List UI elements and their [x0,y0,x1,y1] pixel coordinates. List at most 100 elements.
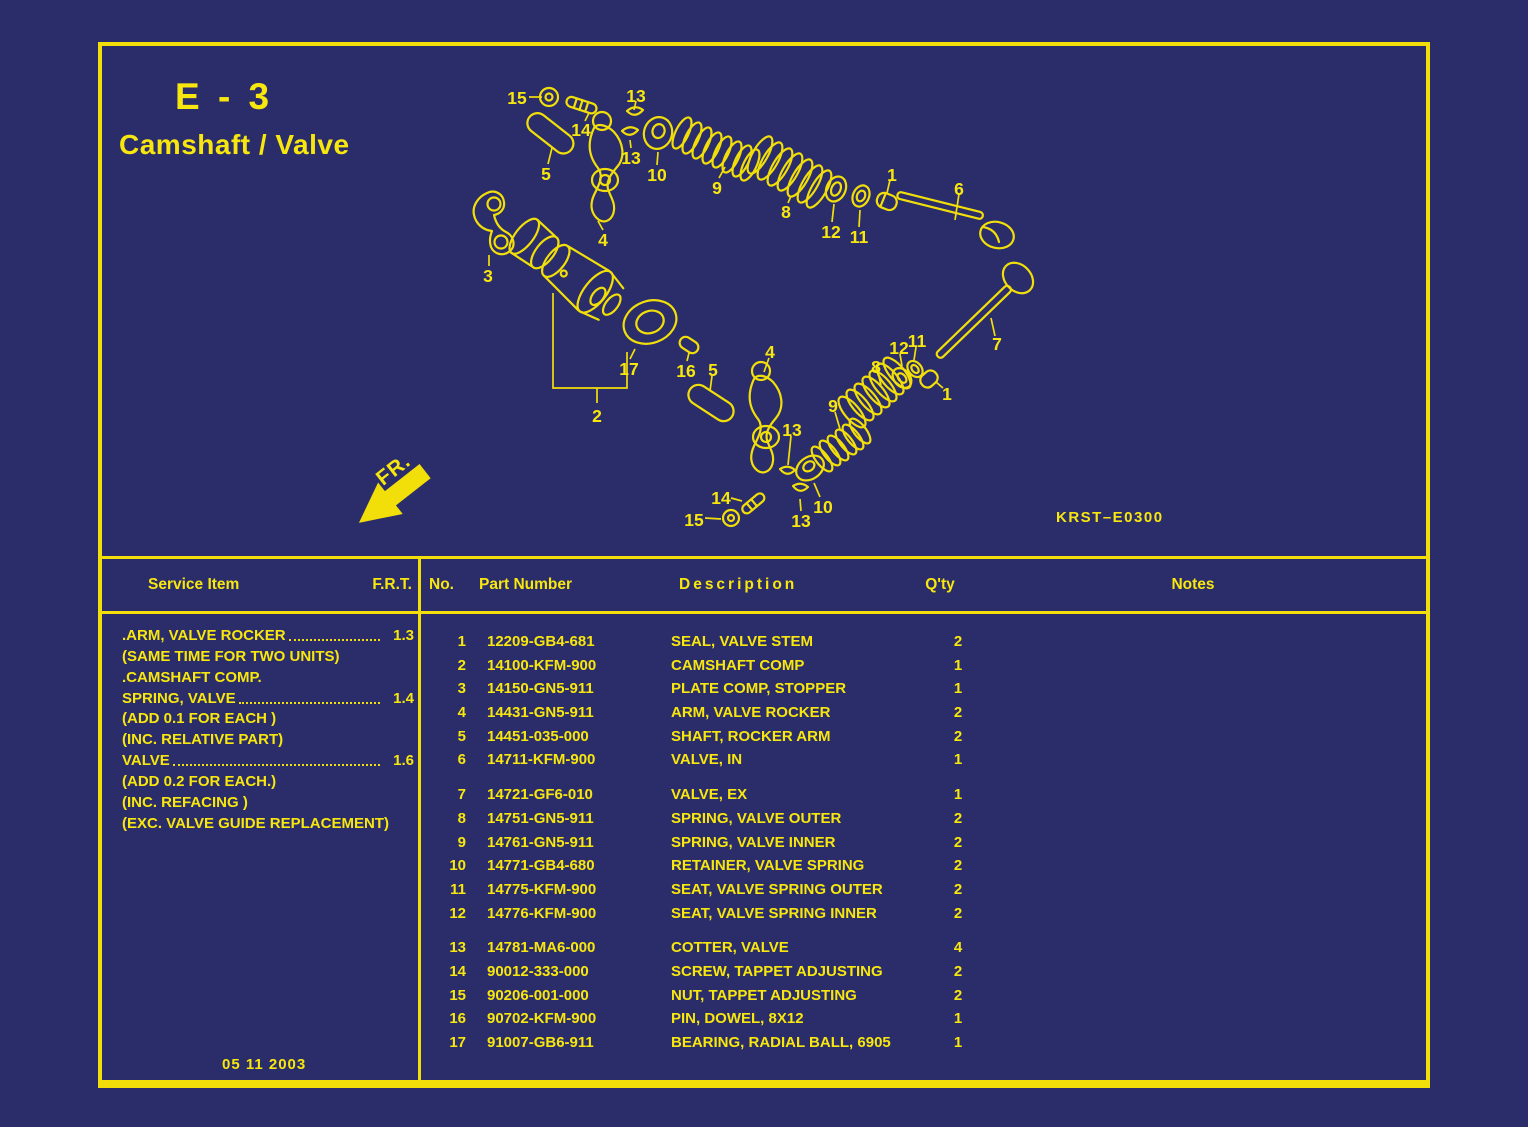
service-row: (ADD 0.1 FOR EACH ) [122,708,414,729]
part-number-cell: 14775-KFM-900 [487,880,597,898]
part-no-cell: 5 [457,727,466,745]
callout-leader-line [899,353,903,367]
part-number-cell: 14431-GN5-911 [487,704,594,722]
table-header-rule [98,611,1430,614]
front-direction-arrow: FR. [358,449,431,523]
qty-cell: 1 [953,656,963,674]
callout-leader-line [686,352,690,362]
spring-retainer-2-drawing [795,454,825,482]
callout-number: 3 [483,266,493,286]
service-row: (SAME TIME FOR TWO UNITS) [122,645,414,666]
callout-number: 15 [684,510,704,530]
radial-ball-bearing-drawing [622,299,678,345]
callout-leader-line [787,435,792,466]
description-cell: PLATE COMP, STOPPER [671,680,847,698]
part-no-cell: 16 [449,1010,466,1028]
valve-stem-seal-drawing [875,191,898,212]
callout-number: 12 [821,222,841,242]
part-no-cell: 9 [457,833,466,851]
part-number-cell: 14771-GB4-680 [487,857,595,875]
callout-number: 12 [889,338,909,358]
callout-number: 14 [571,120,591,140]
service-row: VALVE 1.6 [122,749,414,770]
dotted-leader [172,764,380,767]
service-row-frt-value: 1.4 [393,689,414,707]
callout-number: 9 [828,396,838,416]
rocker-arm-2-drawing [748,360,783,474]
callout-number: 9 [712,178,722,198]
description-cell: SHAFT, ROCKER ARM [671,727,831,745]
part-no-cell: 12 [449,904,466,922]
camshaft-callout-bracket [552,293,628,403]
description-cell: VALVE, EX [671,786,748,804]
callout-leader-line [990,317,996,337]
service-row: (ADD 0.2 FOR EACH.) [122,770,414,791]
inner-valve-spring-2-drawing [810,417,872,473]
part-number-cell: 14781-MA6-000 [487,939,596,957]
description-cell: ARM, VALVE ROCKER [671,704,831,722]
table-top-rule [98,556,1430,559]
header-service-item: Service Item [148,576,240,593]
tappet-nut-drawing [538,86,560,108]
tappet-screw-drawing [565,95,598,115]
spring-seat-inner-2-drawing [891,367,913,389]
part-no-cell: 1 [457,633,466,650]
service-row-label: (INC. REFACING ) [122,794,248,812]
callout-leader-line [709,375,713,392]
description-cell: SPRING, VALVE INNER [671,833,836,851]
part-no-cell: 7 [457,786,466,804]
description-cell: SEAL, VALVE STEM [671,633,813,650]
callout-number: 10 [813,497,833,517]
service-row: (EXC. VALVE GUIDE REPLACEMENT) [122,812,414,833]
description-cell: RETAINER, VALVE SPRING [671,857,865,875]
service-row: (INC. RELATIVE PART) [122,728,414,749]
service-row-label: VALVE [122,752,170,770]
qty-cell: 2 [953,986,963,1004]
part-number-cell: 14100-KFM-900 [487,656,597,674]
callout-number: 11 [850,227,869,247]
callout-leader-line [858,209,861,228]
header-frt: F.R.T. [372,576,412,593]
description-cell: CAMSHAFT COMP [671,656,805,674]
service-row: .CAMSHAFT COMP. [122,666,414,687]
description-cell: VALVE, IN [671,751,743,769]
service-row-frt-value: 1.6 [393,752,414,770]
rocker-arm-drawing [588,110,624,223]
exhaust-valve-drawing [935,261,1035,359]
description-cell: BEARING, RADIAL BALL, 6905 [671,1034,891,1051]
callout-number: 1 [887,165,897,185]
qty-cell: 2 [953,727,963,745]
callout-leader-line [935,381,944,389]
callout-leader-line [787,195,792,204]
callout-leader-line [834,411,841,430]
callout-leader-line [629,139,632,149]
service-row-label: (ADD 0.2 FOR EACH.) [122,773,277,791]
callout-number: 13 [782,420,802,440]
qty-cell: 1 [953,680,963,698]
spring-seat-inner-drawing [824,175,848,203]
qty-cell: 2 [953,809,963,827]
callout-number: 15 [507,88,527,108]
callout-number: 10 [647,165,667,185]
tappet-screw-2-drawing [741,492,766,515]
tappet-nut-2-drawing [721,508,741,528]
callout-leader-line [718,166,726,179]
callout-leader-line [831,203,835,223]
part-number-cell: 90206-001-000 [487,986,589,1004]
part-number-cell: 14721-GF6-010 [487,786,593,804]
